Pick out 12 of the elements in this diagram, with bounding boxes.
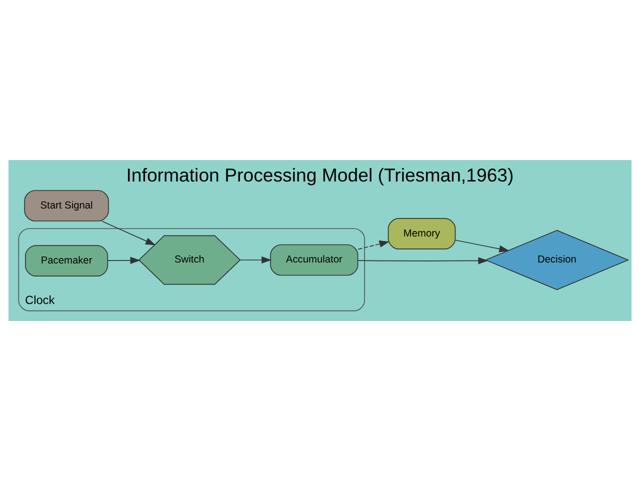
node-box: Memory [388, 218, 456, 249]
diagram-title: Information Processing Model (Triesman,1963) [126, 164, 514, 186]
arrow [358, 256, 488, 264]
node-diamond: Decision [484, 229, 630, 290]
node-box: Start Signal [24, 190, 109, 221]
arrow [240, 256, 272, 264]
arrow [358, 240, 390, 250]
node-box: Pacemaker [25, 244, 108, 276]
arrow [101, 220, 156, 245]
arrow [454, 239, 510, 252]
arrow [107, 256, 140, 264]
node-box: Accumulator [270, 244, 358, 276]
